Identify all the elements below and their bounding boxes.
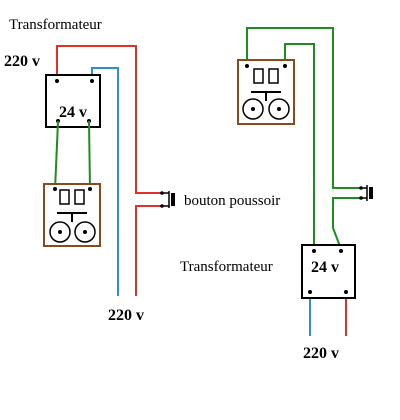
right-push-button-icon — [359, 185, 373, 201]
right-transformer-label: Transformateur — [180, 259, 273, 275]
left-phase-return-wire — [135, 205, 162, 296]
left-push-button-icon — [160, 191, 175, 208]
right-mains-voltage-label: 220 v — [303, 345, 339, 362]
left-transformer-terminal — [90, 79, 94, 83]
right-low-voltage-wire-inner — [284, 43, 315, 250]
left-transformer-terminal — [55, 79, 59, 83]
left-transformer-label: Transformateur — [9, 17, 102, 33]
left-chime-icon — [43, 183, 101, 247]
push-button-label: bouton poussoir — [184, 193, 280, 209]
right-transformer-terminal — [344, 290, 348, 294]
left-mains-voltage-label: 220 v — [108, 307, 144, 324]
left-low-voltage-wire — [88, 120, 91, 191]
right-transformer-box — [301, 244, 356, 299]
right-chime-icon — [237, 59, 295, 125]
left-phase-wire — [56, 45, 162, 194]
left-transformer-voltage-label: 24 v — [59, 104, 87, 121]
right-low-voltage-wire-outer — [246, 27, 361, 189]
right-low-voltage-wire-switched — [332, 197, 361, 250]
right-transformer-voltage-label: 24 v — [311, 259, 339, 276]
right-transformer-terminal — [312, 249, 316, 253]
right-transformer-terminal — [339, 249, 343, 253]
left-low-voltage-wire — [54, 120, 59, 191]
left-input-voltage-label: 220 v — [4, 53, 40, 70]
left-transformer-box — [45, 74, 101, 128]
right-transformer-terminal — [308, 290, 312, 294]
